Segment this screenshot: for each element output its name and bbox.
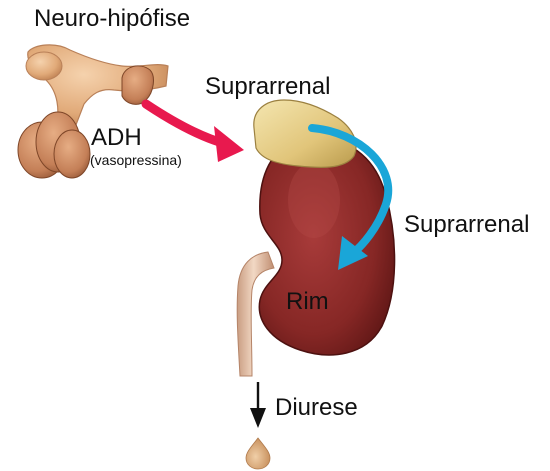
pituitary-lobe-3 (54, 130, 90, 178)
output-label: Diurese (275, 396, 358, 420)
hormone-label: ADH (91, 126, 142, 150)
adrenal-side-label: Suprarrenal (404, 213, 529, 237)
kidney-highlight (288, 162, 340, 238)
output-arrow (250, 382, 266, 428)
adrenal-top-label: Suprarrenal (205, 75, 330, 99)
kidney-label: Rim (286, 290, 329, 314)
kidney (259, 138, 394, 355)
pituitary-label: Neuro-hipófise (34, 7, 190, 31)
pituitary-knob (26, 52, 62, 80)
hormone-alt-label: (vasopressina) (90, 153, 182, 167)
pituitary-posterior-lobe (122, 66, 153, 105)
urine-drop (246, 438, 270, 469)
